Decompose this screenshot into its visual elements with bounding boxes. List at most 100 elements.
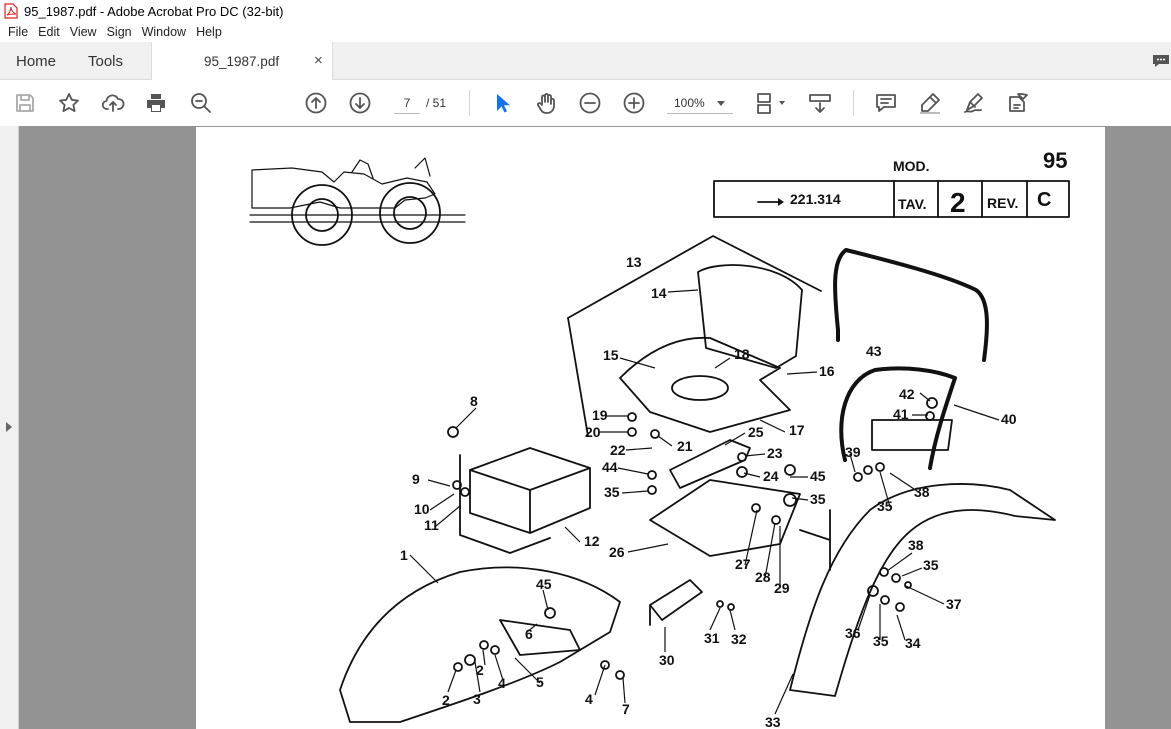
- tav-label: TAV.: [898, 196, 927, 212]
- part-label: 25: [748, 424, 764, 440]
- chat-icon[interactable]: [1152, 54, 1170, 68]
- tav-number: 2: [950, 187, 966, 218]
- part-label: 22: [610, 442, 626, 458]
- prev-page-icon[interactable]: [304, 91, 328, 115]
- document-viewer[interactable]: MOD. 95 221.314 TAV. 2 REV. C: [19, 126, 1171, 729]
- roll-bar: [833, 248, 989, 362]
- mod-label: MOD.: [893, 158, 930, 174]
- seat-cushion: [619, 336, 791, 433]
- part-label: 42: [899, 386, 915, 402]
- part-label: 13: [626, 254, 642, 270]
- upload-icon[interactable]: [101, 91, 125, 115]
- left-panel-toggle[interactable]: [0, 126, 19, 729]
- print-icon[interactable]: [144, 91, 168, 115]
- part-label: 38: [908, 537, 924, 553]
- part-label: 4: [498, 675, 506, 691]
- part-label: 8: [470, 393, 478, 409]
- sign-icon[interactable]: [962, 91, 986, 115]
- page-number-input[interactable]: 7: [394, 93, 420, 114]
- comment-icon[interactable]: [874, 91, 898, 115]
- pdf-file-icon: [4, 3, 18, 19]
- save-icon[interactable]: [13, 91, 37, 115]
- part-label: 5: [536, 674, 544, 690]
- part-label: 45: [810, 468, 826, 484]
- part-label: 14: [651, 285, 667, 301]
- select-cursor-icon[interactable]: [490, 91, 514, 115]
- fill-sign-icon[interactable]: [1006, 91, 1030, 115]
- seat-plate: [649, 479, 801, 557]
- next-page-icon[interactable]: [348, 91, 372, 115]
- part-label: 35: [873, 633, 889, 649]
- star-icon[interactable]: [57, 91, 81, 115]
- tractor-sketch: [249, 157, 466, 246]
- rev-label: REV.: [987, 195, 1018, 211]
- part-label: 6: [525, 626, 533, 642]
- toolbar-divider: [853, 90, 854, 116]
- part-label: 35: [923, 557, 939, 573]
- part-label: 21: [677, 438, 693, 454]
- part-label: 15: [603, 347, 619, 363]
- tool-box: [469, 447, 591, 534]
- part-label: 24: [763, 468, 779, 484]
- tab-tools[interactable]: Tools: [88, 53, 124, 70]
- scroll-mode-icon[interactable]: [808, 91, 832, 115]
- parts-diagram: MOD. 95 221.314 TAV. 2 REV. C: [249, 148, 1070, 729]
- part-label: 1: [400, 547, 408, 563]
- part-label: 43: [866, 343, 882, 359]
- page-fit-icon[interactable]: [754, 91, 788, 115]
- toolbar: 7 / 51 100%: [0, 80, 1171, 127]
- highlight-icon[interactable]: [918, 91, 942, 115]
- ref-code: 221.314: [790, 191, 841, 207]
- bolts: [447, 397, 938, 680]
- part-label: 40: [1001, 411, 1017, 427]
- part-label: 2: [476, 662, 484, 678]
- menu-edit[interactable]: Edit: [38, 25, 60, 39]
- part-label: 35: [810, 491, 826, 507]
- part-label: 35: [604, 484, 620, 500]
- chevron-down-icon: [717, 101, 725, 106]
- part-label: 35: [877, 498, 893, 514]
- part-label: 11: [424, 517, 439, 533]
- seat-group-bracket: [567, 235, 822, 319]
- zoom-out-icon[interactable]: [578, 91, 602, 115]
- part-label: 37: [946, 596, 962, 612]
- part-label: 34: [905, 635, 921, 651]
- part-label: 4: [585, 691, 593, 707]
- part-label: 3: [473, 691, 481, 707]
- menu-file[interactable]: File: [8, 25, 29, 39]
- menu-view[interactable]: View: [69, 25, 97, 39]
- hand-icon[interactable]: [534, 91, 558, 115]
- zoom-select[interactable]: 100%: [667, 93, 733, 114]
- rev-value: C: [1037, 189, 1051, 211]
- toolbar-divider: [469, 90, 470, 116]
- roll-bar-crossbar: [871, 419, 953, 451]
- part-label: 32: [731, 631, 747, 647]
- close-tab-icon[interactable]: ×: [314, 52, 323, 69]
- menu-window[interactable]: Window: [141, 25, 187, 39]
- tab-document[interactable]: 95_1987.pdf ×: [151, 42, 333, 80]
- part-label: 23: [767, 445, 783, 461]
- menu-bar: File Edit View Sign Window Help: [0, 22, 1171, 42]
- part-label: 45: [536, 576, 552, 592]
- tab-home[interactable]: Home: [16, 53, 57, 70]
- part-label: 9: [412, 471, 420, 487]
- chevron-right-icon: [6, 422, 12, 432]
- part-label: 31: [704, 630, 720, 646]
- part-label: 10: [414, 501, 430, 517]
- part-label: 26: [609, 544, 625, 560]
- menu-help[interactable]: Help: [196, 25, 222, 39]
- mod-number: 95: [1043, 148, 1067, 173]
- part-labels: 13 14 15 18 16 8 19 20 21 25 17 22 23 44…: [400, 254, 1017, 729]
- part-label: 7: [622, 701, 630, 717]
- page-total: / 51: [426, 96, 447, 110]
- part-label: 36: [845, 625, 861, 641]
- part-label: 12: [584, 533, 600, 549]
- search-zoom-icon[interactable]: [189, 91, 213, 115]
- part-label: 38: [914, 484, 930, 500]
- fender-right: [789, 483, 1056, 697]
- part-label: 30: [659, 652, 675, 668]
- menu-sign[interactable]: Sign: [106, 25, 132, 39]
- part-label: 39: [845, 444, 861, 460]
- part-label: 41: [893, 406, 909, 422]
- zoom-in-icon[interactable]: [622, 91, 646, 115]
